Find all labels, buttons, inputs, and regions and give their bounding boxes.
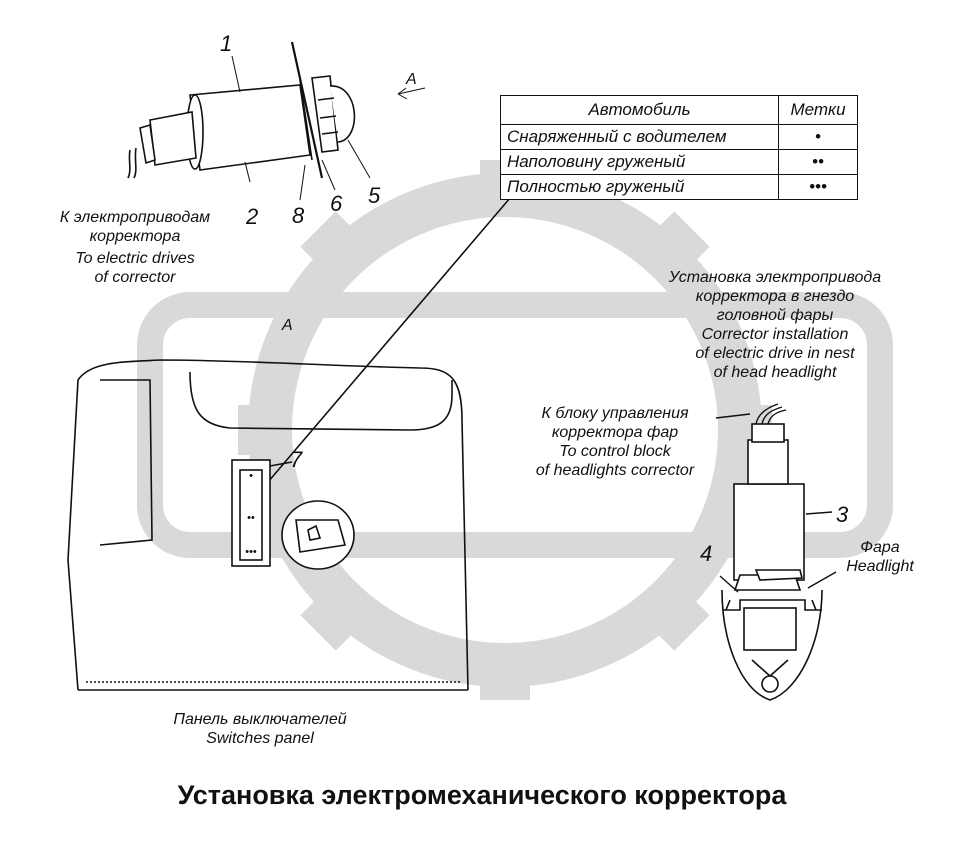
table-cell-mark: •••	[778, 174, 858, 200]
headlight-ru: Фара	[860, 539, 900, 556]
table-header-row: Автомобиль Метки	[500, 95, 858, 125]
table-cell-vehicle: Наполовину груженый	[500, 149, 779, 175]
table-header-marks: Метки	[778, 95, 858, 125]
headlight-cables	[715, 403, 837, 593]
table-cell-vehicle: Снаряженный с водителем	[500, 124, 779, 150]
figure-caption: Установка электромеханического корректор…	[177, 780, 787, 810]
table-leader-line	[267, 197, 511, 483]
panel-label: Панель выключателей Switches panel	[150, 710, 370, 748]
headlight-en: Headlight	[846, 558, 914, 575]
panel-en: Switches panel	[206, 730, 314, 747]
table-row: Снаряженный с водителем •	[500, 124, 858, 150]
install-ru-line-3: головной фары	[716, 307, 834, 324]
panel-ru: Панель выключателей	[173, 711, 347, 728]
control-ru-line-1: К блоку управления	[541, 405, 689, 422]
install-en-line-1: Corrector installation	[701, 326, 849, 343]
leader-lines-top	[231, 55, 426, 201]
install-ru-line-2: корректора в гнездо	[695, 288, 855, 305]
drives-en-line-2: of corrector	[94, 269, 176, 286]
switch-mark-1: •	[249, 470, 253, 482]
drives-en-line-1: To electric drives	[75, 250, 195, 267]
switch-mark-2: ••	[247, 512, 255, 524]
drives-ru-line-1: К электроприводам	[59, 209, 211, 226]
part-number-2: 2	[246, 204, 259, 229]
switches-panel-drawing	[67, 359, 469, 691]
part-number-3: 3	[836, 502, 849, 527]
install-en-line-3: of head headlight	[713, 364, 837, 381]
table-cell-mark: ••	[778, 149, 858, 175]
table-row: Наполовину груженый ••	[500, 149, 858, 175]
install-en-line-2: of electric drive in nest	[695, 345, 855, 362]
control-en-line-1: To control block	[559, 443, 671, 460]
install-ru-line-1: Установка электропривода	[668, 269, 882, 286]
table-cell-vehicle: Полностью груженый	[500, 174, 779, 200]
part-number-1: 1	[220, 31, 233, 56]
part-number-7: 7	[290, 447, 303, 472]
control-ru-line-2: корректора фар	[551, 424, 679, 441]
drives-ru-line-2: корректора	[89, 228, 181, 245]
corrector-drive-assembly	[127, 41, 356, 179]
table-cell-mark: •	[778, 124, 858, 150]
table-row: Полностью груженый •••	[500, 174, 858, 200]
headlight-assembly	[721, 423, 823, 701]
table-header-vehicle: Автомобиль	[500, 95, 779, 125]
switch-body	[231, 459, 271, 567]
switch-mark-3: •••	[245, 546, 257, 558]
part-number-5: 5	[368, 183, 381, 208]
install-label: Установка электропривода корректора в гн…	[630, 268, 920, 382]
control-label: К блоку управления корректора фар To con…	[500, 404, 730, 480]
part-number-6: 6	[330, 191, 343, 216]
marks-table: Автомобиль Метки Снаряженный с водителем…	[500, 95, 858, 200]
control-en-line-2: of headlights corrector	[535, 462, 695, 479]
switch-knob-detail	[281, 500, 355, 570]
view-a-label: A	[282, 317, 293, 334]
part-number-8: 8	[292, 203, 305, 228]
view-arrow-label: A	[406, 71, 417, 88]
part-number-4: 4	[700, 541, 713, 566]
drives-label: К электроприводам корректора To electric…	[30, 208, 240, 287]
headlight-label: Фара Headlight	[830, 538, 930, 576]
